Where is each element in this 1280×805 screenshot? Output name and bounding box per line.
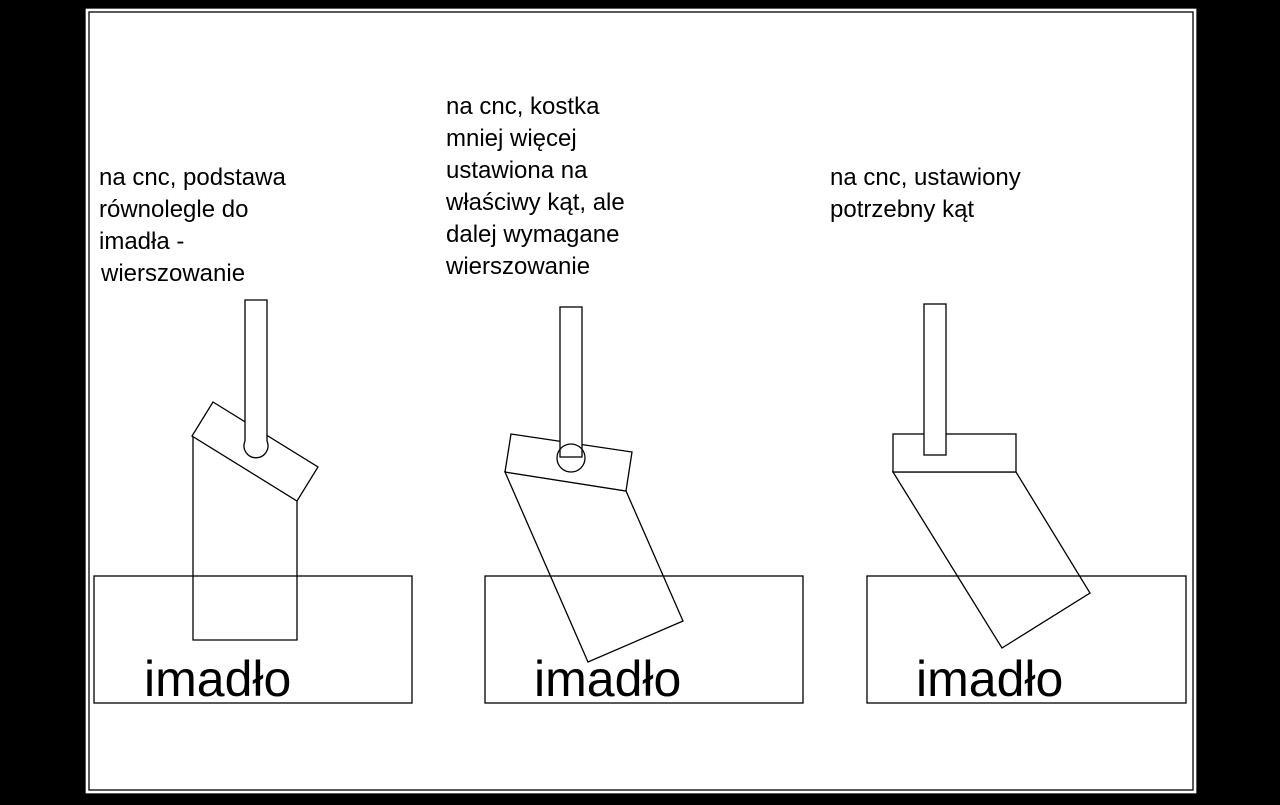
- panel-1-tool: [243, 299, 269, 459]
- panel-2-block: [504, 433, 633, 492]
- panel-1-vise: [93, 575, 413, 704]
- panel-1-vise-label: imadło: [144, 651, 291, 707]
- panel-3-caption: na cnc, ustawiony potrzebny kąt: [830, 164, 1027, 223]
- panel-3: na cnc, ustawiony potrzebny kąt imadło: [830, 164, 1187, 707]
- panel-2: na cnc, kostka mniej więcej ustawiona na…: [445, 93, 804, 707]
- page-inner-frame: [88, 11, 1194, 791]
- panel-3-block: [892, 433, 1017, 473]
- panel-2-tool: [559, 306, 583, 458]
- panel-2-vise-label: imadło: [534, 651, 681, 707]
- panel-3-tool: [923, 303, 947, 456]
- panel-2-tool-tip: [556, 443, 586, 473]
- panel-1: na cnc, podstawa równolegle do imadła - …: [93, 164, 413, 707]
- panel-1-caption: na cnc, podstawa równolegle do imadła - …: [99, 164, 292, 287]
- panel-3-vise-label: imadło: [916, 651, 1063, 707]
- panel-2-caption: na cnc, kostka mniej więcej ustawiona na…: [445, 93, 631, 280]
- panel-3-vise: [866, 575, 1187, 704]
- page-frame: [84, 7, 1198, 795]
- panel-2-vise: [484, 575, 804, 704]
